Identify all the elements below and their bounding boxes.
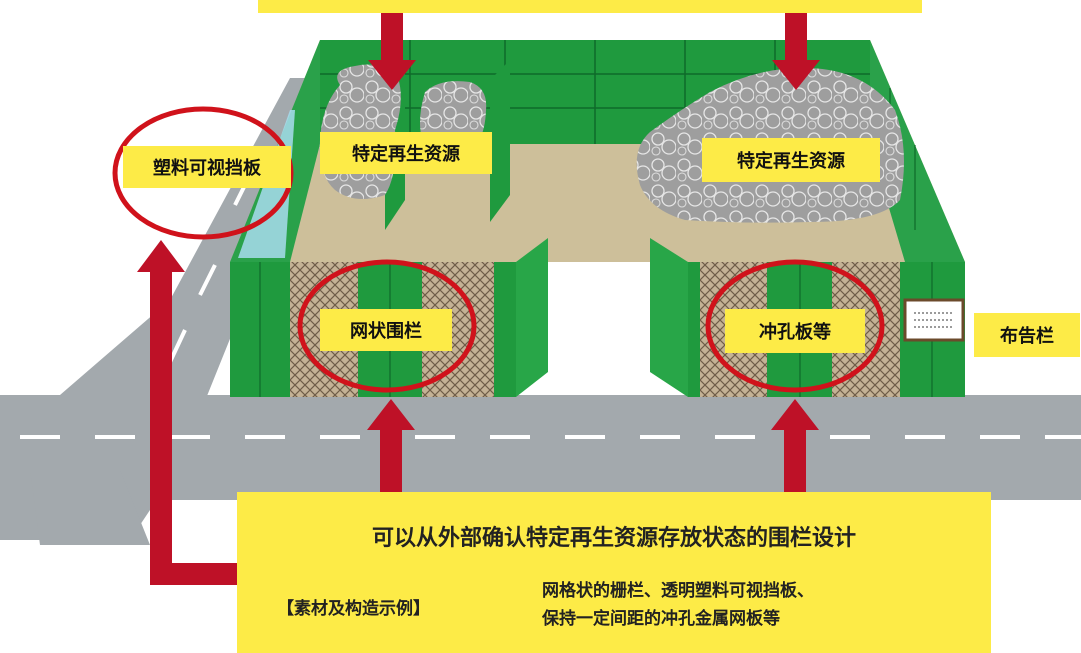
arrow-elbow-vertical: [150, 268, 172, 585]
circle-plastic-panel: [112, 106, 294, 240]
arrow-top-left-head: [368, 60, 416, 90]
info-key: 【素材及构造示例】: [277, 599, 430, 619]
circle-perforated: [705, 259, 885, 393]
arrow-top-right-head: [772, 60, 820, 90]
info-line-1: 网格状的栅栏、透明塑料可视挡板、: [542, 581, 814, 601]
label-resource-right: 特定再生资源: [702, 138, 880, 182]
arrows: [137, 12, 820, 585]
gate-left: [516, 238, 548, 397]
arrow-elbow-horizontal: [150, 563, 240, 585]
arrow-bottom-right-head: [771, 399, 819, 430]
label-mesh-fence: 网状围栏: [320, 309, 452, 351]
info-line-2: 保持一定间距的冲孔金属网板等: [542, 609, 780, 629]
label-plastic-panel: 塑料可视挡板: [123, 146, 291, 188]
notice-board: [903, 298, 965, 342]
arrow-top-left-shaft: [381, 12, 403, 72]
arrow-bottom-left-shaft: [380, 428, 402, 494]
gate-right: [650, 238, 688, 397]
right-side-fence: [870, 40, 965, 262]
circle-mesh-fence: [297, 259, 477, 393]
top-caption-box: [258, 0, 922, 13]
info-title: 可以从外部确认特定再生资源存放状态的围栏设计: [371, 526, 856, 551]
arrow-bottom-left-head: [367, 399, 415, 430]
highlight-circles: [112, 106, 885, 393]
info-box: 可以从外部确认特定再生资源存放状态的围栏设计 【素材及构造示例】 网格状的栅栏、…: [237, 492, 991, 653]
label-perforated: 冲孔板等: [725, 309, 865, 353]
arrow-top-right-shaft: [785, 12, 807, 72]
label-notice-board: 布告栏: [974, 313, 1080, 357]
arrow-elbow-head: [137, 240, 185, 272]
arrow-bottom-right-shaft: [784, 428, 806, 494]
label-resource-left: 特定再生资源: [320, 132, 492, 174]
